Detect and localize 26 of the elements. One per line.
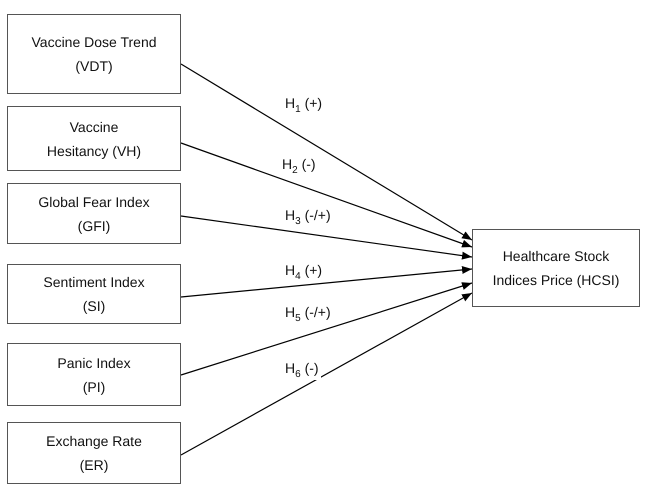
variable-box [7,14,181,94]
variable-box [7,343,181,406]
variable-label: Vaccine Dose Trend (VDT) [30,33,158,76]
variable-box [7,106,181,171]
edge-label: H$_{6}$ (-) [283,360,321,380]
arrow [180,266,472,298]
variable-label: Sentiment Index (SI) [42,273,146,316]
arrow [180,282,472,376]
arrow [180,215,472,260]
variable-label: Vaccine Hesitancy (VH) [46,118,142,161]
variable-label: Panic Index (PI) [56,354,132,397]
variable-box [7,183,181,244]
variable-label: Exchange Rate (ER) [45,432,143,475]
variable-box [7,264,181,324]
edge-label: H$_{2}$ (-) [280,156,318,176]
variable-label: Global Fear Index (GFI) [37,192,151,236]
arrow [180,292,472,456]
edge-label: H$_{1}$ (+) [283,95,324,115]
edge-label: H$_{5}$ (-/+) [283,304,333,324]
variable-label: Healthcare Stock Indices Price (HCSI) [492,247,620,290]
variable-box [472,229,640,307]
arrow [180,142,472,248]
edge-label: H$_{3}$ (-/+) [283,207,333,227]
arrow [180,63,472,241]
edge-label: H$_{4}$ (+) [283,262,324,282]
variable-box [7,422,181,484]
